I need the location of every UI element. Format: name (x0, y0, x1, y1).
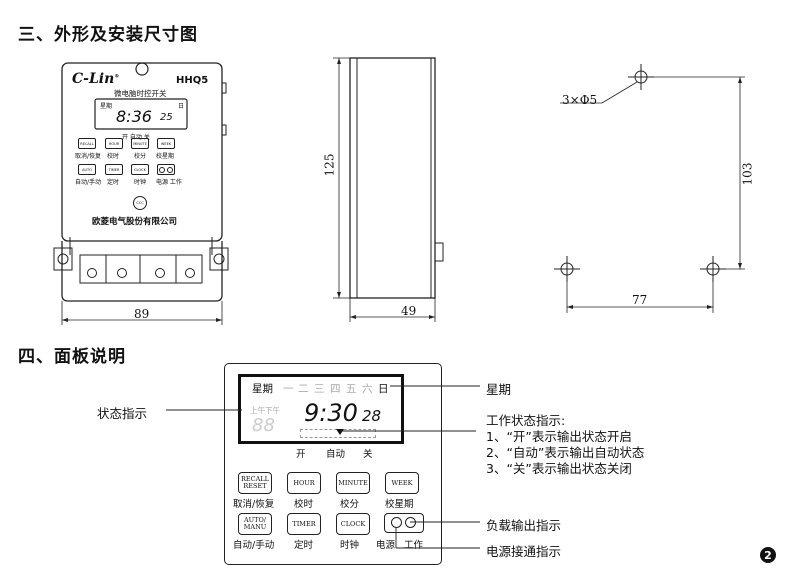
front-button-caption-5: 自动/手动 (75, 179, 102, 186)
panel-lcd-day-4: 四 (330, 383, 341, 395)
panel-button-caption-3: 校分 (340, 499, 360, 510)
panel-lcd-day-3: 三 (314, 383, 325, 395)
front-button-7[interactable]: CLOCK (131, 164, 149, 175)
panel-lcd-week-label: 星期 (252, 383, 273, 395)
panel-button-caption-5: 自动/手动 (233, 540, 275, 551)
panel-button-caption-4: 校星期 (385, 499, 414, 510)
front-button-caption-6: 定时 (107, 179, 120, 186)
panel-button-caption-6: 定时 (294, 540, 314, 551)
power-led (391, 517, 402, 528)
front-led-pair (157, 164, 175, 175)
panel-status-label-3: 关 (363, 449, 373, 460)
hole-size-label: 3×Φ5 (562, 93, 598, 107)
panel-status-label-1: 开 (296, 449, 306, 460)
model-number: HHQ5 (176, 75, 209, 86)
panel-button-minute[interactable]: MINUTE (336, 472, 370, 494)
front-view: C-Lin® HHQ5 微电脑时控开关 星期 日 8:36 25 开 自动 关 … (40, 55, 240, 330)
front-lcd-seconds: 25 (160, 112, 173, 123)
panel-lcd-day-7: 日 (378, 383, 389, 395)
panel-lcd-day-2: 二 (298, 383, 309, 395)
led-frame (384, 513, 424, 533)
section4-title: 四、面板说明 (18, 347, 126, 367)
front-button-caption-2: 校时 (107, 153, 120, 160)
panel-lcd-time: 9:30 (304, 399, 358, 427)
callout-load-output: 负载输出指示 (486, 518, 562, 533)
front-button-2[interactable]: HOUR (105, 138, 123, 149)
panel-lcd-day-5: 五 (346, 383, 357, 395)
panel-lcd (238, 374, 404, 444)
panel-lcd-seconds: 28 (362, 407, 382, 425)
panel-face (224, 363, 442, 565)
front-button-1[interactable]: RECALL (78, 138, 96, 149)
front-button-caption-8: 电源 工作 (156, 179, 182, 186)
front-button-6[interactable]: TIMER (105, 164, 123, 175)
product-name: 微电脑时控开关 (114, 89, 167, 98)
panel-button-timer[interactable]: TIMER (287, 513, 321, 535)
registered-mark: ® (114, 73, 120, 80)
brand-name: C-Lin (72, 71, 115, 87)
front-button-5[interactable]: AUTO (78, 164, 96, 175)
panel-button-clock[interactable]: CLOCK (336, 513, 370, 535)
front-view-outline (53, 62, 229, 325)
panel-lcd-ampm: 上午下午 (250, 406, 280, 415)
front-button-caption-4: 校星期 (156, 153, 175, 160)
panel-button-caption-2: 校时 (294, 499, 314, 510)
panel-button-week[interactable]: WEEK (385, 472, 419, 494)
callout-status-indicator: 状态指示 (97, 406, 148, 421)
brand-logo: C-Lin® (72, 71, 119, 87)
side-view: 125 49 (305, 50, 465, 330)
front-button-caption-3: 校分 (134, 153, 147, 160)
front-lcd-status: 开 自动 关 (122, 134, 150, 141)
callout-work-status-line-1: 1、“开”表示输出状态开启 (486, 429, 632, 444)
panel-status-label-2: 自动 (326, 449, 346, 460)
callout-work-status-line-3: 3、“关”表示输出状态关闭 (486, 461, 632, 476)
status-pointer-icon (336, 429, 344, 435)
callout-power-on: 电源接通指示 (486, 544, 562, 559)
front-button-4[interactable]: WEEK (157, 138, 175, 149)
front-button-caption-7: 时钟 (134, 179, 147, 186)
mounting-holes-outline (554, 64, 745, 313)
page-number: 2 (760, 547, 776, 563)
panel-lcd-day-1: 一 (283, 383, 294, 395)
side-view-outline (333, 57, 444, 322)
callout-work-status-title: 工作状态指示: (486, 413, 566, 428)
section3-title: 三、外形及安装尺寸图 (18, 25, 198, 45)
ccc-mark: CCC (133, 196, 147, 210)
panel-lcd-day-6: 六 (362, 383, 373, 395)
panel-button-caption-1: 取消/恢复 (233, 499, 275, 510)
power-led-caption: 电源 (376, 540, 396, 551)
callout-work-status-line-2: 2、“自动”表示输出自动状态 (486, 445, 645, 460)
side-depth-dim: 49 (401, 304, 417, 318)
front-width-dim: 89 (134, 307, 150, 321)
front-lcd-week: 星期 (100, 103, 113, 110)
horizontal-spacing-dim: 77 (632, 293, 648, 307)
company-name: 欧菱电气股份有限公司 (92, 217, 178, 227)
front-lcd-time: 8:36 (116, 107, 152, 126)
panel-button-automanu[interactable]: AUTO/ MANU (238, 513, 272, 535)
panel-button-hour[interactable]: HOUR (287, 472, 321, 494)
front-button-caption-1: 取消/恢复 (75, 153, 102, 160)
panel-button-recallreset[interactable]: RECALL RESET (238, 472, 272, 494)
mounting-holes: 3×Φ5 103 77 (540, 55, 770, 320)
panel-lcd-faint-digits: 88 (252, 415, 275, 436)
panel-button-caption-7: 时钟 (340, 540, 360, 551)
callout-week: 星期 (486, 382, 512, 397)
front-lcd-day: 日 (178, 103, 185, 110)
work-led (405, 517, 416, 528)
front-button-3[interactable]: MINUTE (131, 138, 149, 149)
work-led-caption: 工作 (404, 540, 424, 551)
